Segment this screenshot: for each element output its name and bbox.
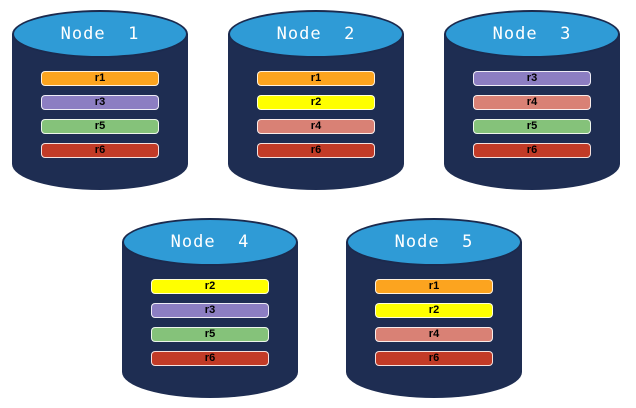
replica-bar-r6: r6 bbox=[41, 143, 159, 158]
replica-bar-r1: r1 bbox=[257, 71, 375, 86]
replica-bar-r4: r4 bbox=[473, 95, 591, 110]
replica-bar-r2: r2 bbox=[375, 303, 493, 318]
node-2-replica-list: r1 r2 r4 r6 bbox=[228, 71, 404, 158]
node-5-cylinder-top: Node 5 bbox=[346, 218, 522, 266]
node-3-cylinder: Node 3 r3 r4 r5 r6 bbox=[444, 10, 620, 190]
node-1-cylinder: Node 1 r1 r3 r5 r6 bbox=[12, 10, 188, 190]
replica-bar-r4: r4 bbox=[257, 119, 375, 134]
node-1-cylinder-body bbox=[12, 34, 188, 190]
replica-bar-r6: r6 bbox=[473, 143, 591, 158]
node-4-replica-list: r2 r3 r5 r6 bbox=[122, 279, 298, 366]
node-2-cylinder-top: Node 2 bbox=[228, 10, 404, 58]
node-4-cylinder: Node 4 r2 r3 r5 r6 bbox=[122, 218, 298, 398]
node-5-cylinder-body bbox=[346, 242, 522, 398]
node-1-title: Node 1 bbox=[60, 24, 140, 44]
node-2-title: Node 2 bbox=[276, 24, 356, 44]
node-1-replica-list: r1 r3 r5 r6 bbox=[12, 71, 188, 158]
node-1-cylinder-top: Node 1 bbox=[12, 10, 188, 58]
node-3-replica-list: r3 r4 r5 r6 bbox=[444, 71, 620, 158]
replica-bar-r3: r3 bbox=[473, 71, 591, 86]
replica-bar-r2: r2 bbox=[257, 95, 375, 110]
node-4-cylinder-body bbox=[122, 242, 298, 398]
replica-bar-r6: r6 bbox=[257, 143, 375, 158]
replica-bar-r6: r6 bbox=[151, 351, 269, 366]
node-4-cylinder-top: Node 4 bbox=[122, 218, 298, 266]
replica-bar-r5: r5 bbox=[473, 119, 591, 134]
replica-bar-r5: r5 bbox=[41, 119, 159, 134]
replica-bar-r4: r4 bbox=[375, 327, 493, 342]
replica-bar-r3: r3 bbox=[151, 303, 269, 318]
node-5-replica-list: r1 r2 r4 r6 bbox=[346, 279, 522, 366]
replica-bar-r1: r1 bbox=[41, 71, 159, 86]
node-3-title: Node 3 bbox=[492, 24, 572, 44]
replica-bar-r6: r6 bbox=[375, 351, 493, 366]
replica-bar-r5: r5 bbox=[151, 327, 269, 342]
node-5-title: Node 5 bbox=[394, 232, 474, 252]
node-3-cylinder-body bbox=[444, 34, 620, 190]
replica-bar-r2: r2 bbox=[151, 279, 269, 294]
node-2-cylinder-body bbox=[228, 34, 404, 190]
node-2-cylinder: Node 2 r1 r2 r4 r6 bbox=[228, 10, 404, 190]
node-4-title: Node 4 bbox=[170, 232, 250, 252]
node-5-cylinder: Node 5 r1 r2 r4 r6 bbox=[346, 218, 522, 398]
node-3-cylinder-top: Node 3 bbox=[444, 10, 620, 58]
replica-bar-r1: r1 bbox=[375, 279, 493, 294]
replica-bar-r3: r3 bbox=[41, 95, 159, 110]
